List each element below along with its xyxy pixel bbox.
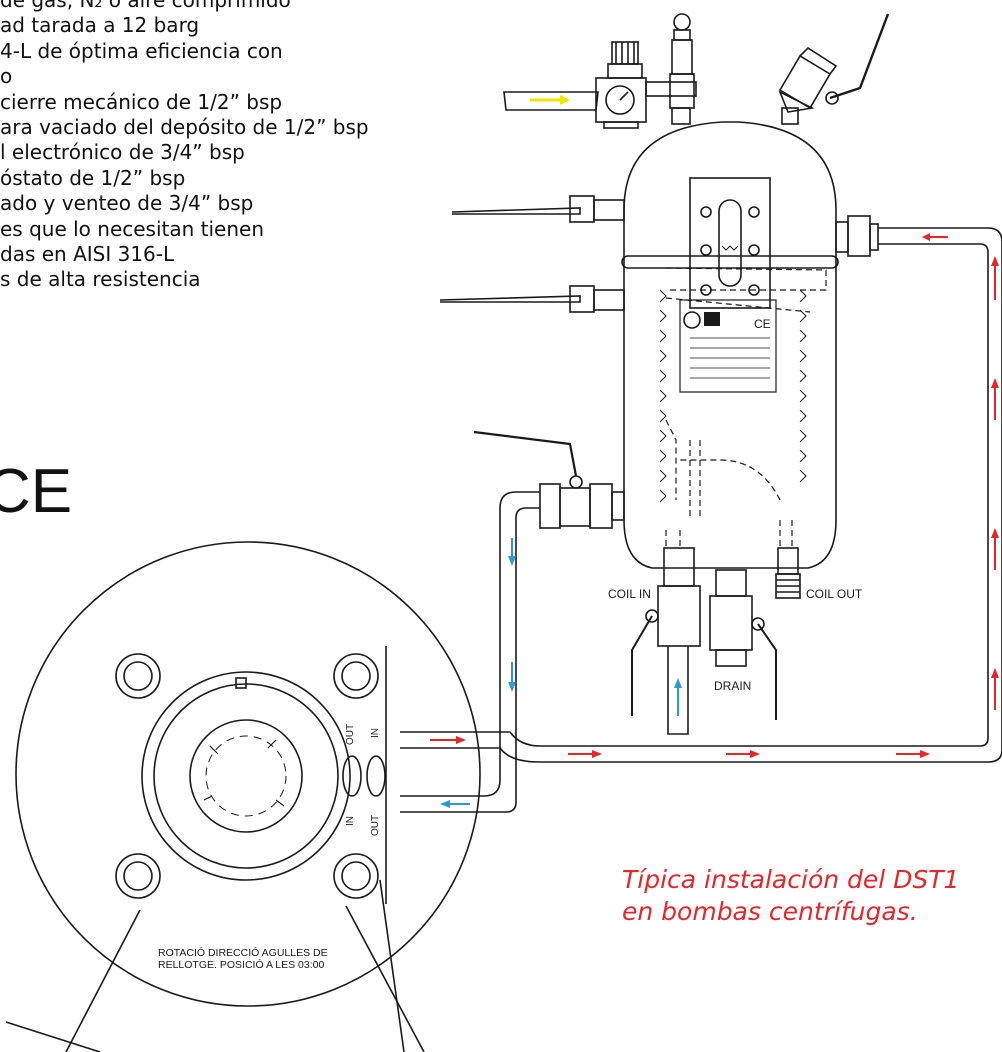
spec-line: o: [0, 64, 13, 89]
coil-out-label: COIL OUT: [806, 587, 863, 601]
spec-line: ado y venteo de 3/4” bsp: [0, 191, 254, 216]
flow-arrows-cold: [440, 538, 682, 808]
drain-valve: [709, 569, 777, 720]
right-union: [835, 215, 879, 257]
svg-text:CE: CE: [754, 317, 771, 331]
rotation-note-line1: ROTACIÓ DIRECCIÓ AGULLES DE: [158, 946, 328, 959]
separator-vessel: [621, 107, 839, 569]
spec-line: de gas, N₂ o aire comprimido: [0, 0, 291, 12]
gas-inlet-pipe: [503, 91, 599, 111]
spec-line: óstato de 1/2” bsp: [0, 165, 186, 190]
coil-in-label: COIL IN: [608, 587, 651, 601]
in-label-top: IN: [370, 728, 381, 738]
out-label-top: OUT: [345, 724, 356, 745]
flow-arrows-hot: [430, 233, 999, 758]
figure-caption: Típica instalación del DST1 en bombas ce…: [622, 864, 959, 928]
spec-line: ad tarada a 12 barg: [0, 13, 200, 38]
pump-port-labels: OUT IN IN OUT: [345, 724, 381, 836]
spec-line: 4-L de óptima eficiencia con: [0, 38, 283, 63]
svg-text:CE: CE: [0, 457, 72, 526]
spec-line: l electrónico de 3/4” bsp: [0, 140, 245, 165]
rotation-note-line2: RELLOTGE. POSICIÓ A LES 03:00: [158, 958, 324, 971]
coil-hatching: [659, 289, 807, 503]
coil-out-fitting: [775, 547, 801, 599]
spec-line: es que lo necesitan tienen: [0, 216, 265, 241]
spec-line: cierre mecánico de 1/2” bsp: [0, 89, 283, 114]
spec-line: das en AISI 316-L: [0, 242, 175, 267]
left-ball-valve: [473, 430, 625, 529]
in-label-bottom: IN: [345, 816, 356, 826]
internal-coil: [665, 267, 827, 548]
drain-label: DRAIN: [714, 679, 751, 693]
spec-line: s de alta resistencia: [0, 267, 201, 292]
level-probe-upper: [451, 195, 625, 223]
caption-line: Típica instalación del DST1: [622, 865, 960, 894]
specification-list: de gas, N₂ o aire comprimido ad tarada a…: [0, 0, 369, 293]
return-pipe-loop: [400, 227, 1002, 763]
level-probe-lower: [439, 285, 625, 313]
gas-pressure-regulator: [595, 41, 647, 129]
suction-pipe-loop: [400, 491, 540, 813]
nameplate: CE: [679, 299, 777, 393]
out-label-bottom: OUT: [370, 815, 381, 836]
coil-in-valve: [631, 547, 701, 735]
caption-line: en bombas centrífugas.: [622, 897, 918, 926]
component-labels: COIL IN COIL OUT DRAIN ROTACIÓ DIRECCIÓ …: [158, 587, 863, 971]
safety-valve: [645, 13, 697, 109]
spec-line: ara vaciado del depósito de 1/2” bsp: [0, 115, 369, 140]
centrifugal-pump: [5, 541, 481, 1052]
level-sight-glass: [689, 177, 771, 309]
vent-ball-valve: [778, 13, 890, 113]
ce-mark: CE: [0, 457, 72, 526]
